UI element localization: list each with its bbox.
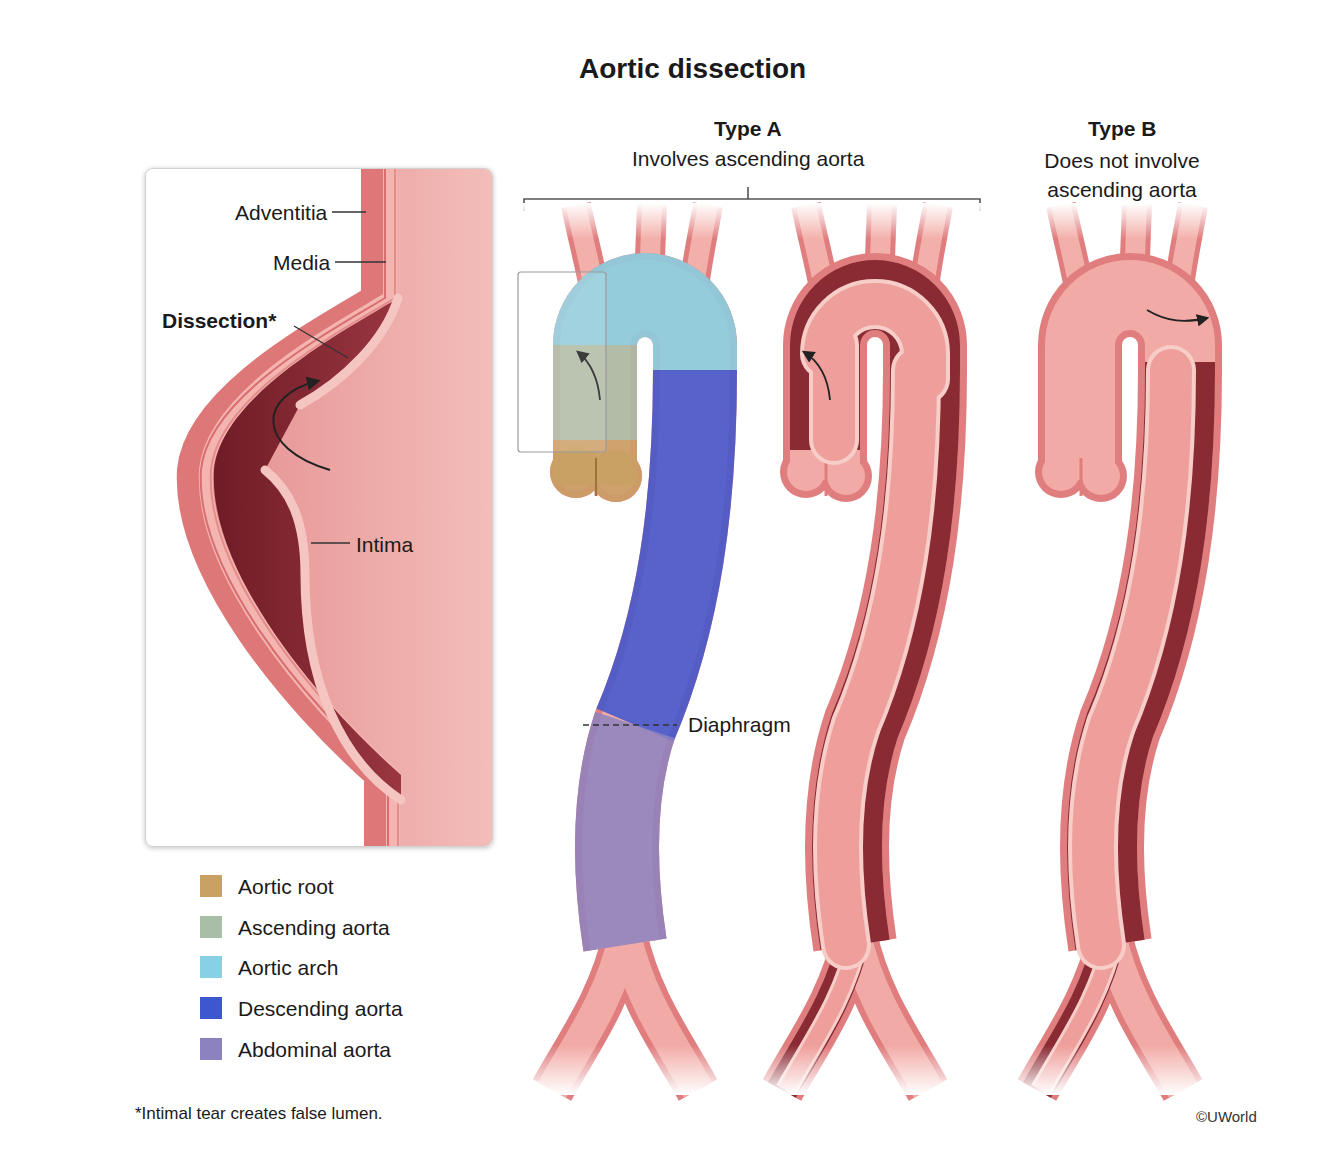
layer-label: Media: [273, 250, 330, 275]
leader-line: [294, 326, 348, 358]
aorta-segments: [518, 205, 708, 1090]
footnote: *Intimal tear creates false lumen.: [135, 1104, 383, 1124]
leader-line: [335, 261, 386, 262]
illustration-part: [190, 169, 492, 846]
arch-segment: [595, 295, 695, 370]
illustration-part: [595, 458, 597, 496]
illustration-part: [825, 295, 925, 945]
dissection-label: Dissection*: [162, 308, 276, 333]
intimal-flap: [300, 298, 398, 405]
leader-line: [332, 211, 366, 212]
legend-swatch: [200, 875, 222, 897]
illustration-part: [825, 304, 925, 945]
copyright: ©UWorld: [1196, 1108, 1257, 1126]
diaphragm-label: Diaphragm: [688, 712, 791, 737]
vessel-fade: [520, 203, 1334, 239]
vessel-lumen: [198, 169, 492, 846]
intimal-flap: [265, 470, 401, 800]
inset-panel: AdventitiaMediaDissection* Intima: [145, 168, 493, 847]
type-description: Involves ascending aorta: [632, 146, 864, 171]
vessel-fade: [520, 1045, 1334, 1095]
type-a-aorta: [780, 205, 938, 1090]
layer-label: Intima: [356, 532, 413, 557]
type-description: Does not involve ascending aorta: [1012, 146, 1232, 204]
illustration-part: [825, 304, 925, 945]
legend-text: Aortic root: [238, 874, 334, 899]
descending-segment: [635, 370, 695, 725]
legend-text: Abdominal aorta: [238, 1037, 391, 1062]
legend-text: Aortic arch: [238, 955, 338, 980]
legend-swatch: [200, 1038, 222, 1060]
legend-text: Ascending aorta: [238, 915, 390, 940]
legend-swatch: [200, 916, 222, 938]
type-b-aorta: [1035, 205, 1207, 1090]
flow-arrow: [1147, 310, 1207, 321]
layer-label: Adventitia: [235, 200, 327, 225]
leader-line: [311, 542, 350, 543]
zoom-frame: [518, 272, 606, 452]
illustration-part: [1093, 370, 1171, 945]
abdominal-segment: [617, 725, 635, 945]
legend-text: Descending aorta: [238, 996, 403, 1021]
diagram-title: Aortic dissection: [579, 52, 806, 86]
inset-illustration: [145, 168, 493, 847]
panel-ground: [145, 168, 493, 847]
illustration-part: [1035, 205, 1193, 1090]
diaphragm-line: [583, 724, 677, 725]
illustration-part: [780, 205, 938, 1090]
flow-arrow: [273, 381, 330, 470]
type-heading: Type A: [714, 116, 782, 141]
flow-arrow: [804, 352, 830, 400]
legend-swatch: [200, 956, 222, 978]
legend-swatch: [200, 997, 222, 1019]
type-heading: Type B: [1088, 116, 1156, 141]
illustration-part: [1093, 370, 1171, 945]
